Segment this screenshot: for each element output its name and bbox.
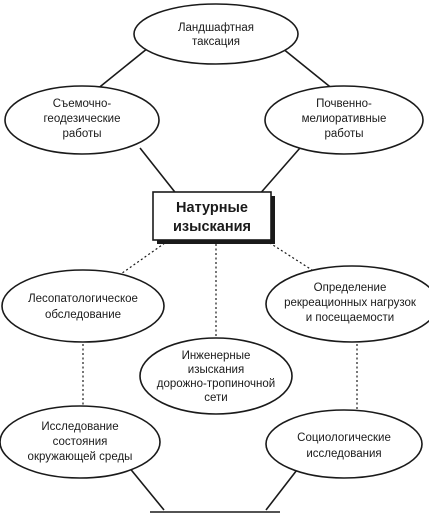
node-survey-geodetic: Съемочно- геодезические работы xyxy=(4,85,160,155)
node-soil-melioration-line-3: работы xyxy=(324,128,363,140)
node-recreation-loads-line-2: рекреационных нагрузок xyxy=(284,297,417,309)
node-recreation-loads-ellipse xyxy=(265,265,429,343)
node-landscape-taxation-line-2: таксация xyxy=(192,36,240,48)
node-environment-study-line-3: окружающей среды xyxy=(28,451,133,463)
node-environment-study: Исследование состояния окружающей среды xyxy=(0,405,161,479)
node-sociological-study-ellipse xyxy=(265,409,423,479)
node-recreation-loads-line-1: Определение xyxy=(314,282,387,294)
node-soil-melioration-line-2: мелиоративные xyxy=(302,113,387,125)
node-sociological-study-line-1: Социологические xyxy=(297,432,391,444)
node-environment-study-ellipse xyxy=(0,405,161,479)
edge-environment-bottom xyxy=(127,465,165,511)
node-forest-pathology-ellipse xyxy=(1,269,165,343)
edge-sociological-bottom xyxy=(265,465,301,511)
center-node-line-2: изыскания xyxy=(173,219,251,235)
center-node: Натурные изыскания xyxy=(152,191,275,244)
node-landscape-taxation: Ландшафтная таксация xyxy=(133,3,299,65)
node-soil-melioration: Почвенно- мелиоративные работы xyxy=(264,85,424,155)
node-forest-pathology-line-1: Лесопатологическое xyxy=(28,293,138,305)
node-engineering-surveys-line-2: изыскания xyxy=(188,364,244,376)
node-landscape-taxation-ellipse xyxy=(133,3,299,65)
node-forest-pathology: Лесопатологическое обследование xyxy=(1,269,165,343)
node-soil-melioration-line-1: Почвенно- xyxy=(316,98,372,110)
center-node-line-1: Натурные xyxy=(176,200,248,216)
node-environment-study-line-1: Исследование xyxy=(41,421,118,433)
node-recreation-loads: Определение рекреационных нагрузок и пос… xyxy=(265,265,429,343)
node-engineering-surveys: Инженерные изыскания дорожно-тропиночной… xyxy=(139,337,293,415)
edge-survey-center xyxy=(139,147,179,197)
edge-taxation-survey xyxy=(95,47,149,91)
node-engineering-surveys-line-1: Инженерные xyxy=(182,350,251,362)
node-engineering-surveys-line-3: дорожно-тропиночной xyxy=(157,378,275,390)
node-landscape-taxation-line-1: Ландшафтная xyxy=(178,22,254,34)
node-environment-study-line-2: состояния xyxy=(53,436,108,448)
edge-center-forest xyxy=(117,237,173,277)
node-recreation-loads-line-3: и посещаемости xyxy=(306,312,394,324)
node-sociological-study: Социологические исследования xyxy=(265,409,423,479)
node-survey-geodetic-line-1: Съемочно- xyxy=(53,98,112,110)
node-survey-geodetic-line-3: работы xyxy=(62,128,101,140)
node-survey-geodetic-line-2: геодезические xyxy=(43,113,120,125)
edge-soil-center xyxy=(257,147,301,197)
node-engineering-surveys-ellipse xyxy=(139,337,293,415)
node-soil-melioration-ellipse xyxy=(264,85,424,155)
node-sociological-study-line-2: исследования xyxy=(306,448,381,460)
edge-taxation-soil xyxy=(281,47,335,91)
center-node-box xyxy=(152,191,272,241)
node-engineering-surveys-line-4: сети xyxy=(204,392,227,404)
node-survey-geodetic-ellipse xyxy=(4,85,160,155)
node-forest-pathology-line-2: обследование xyxy=(45,309,121,321)
